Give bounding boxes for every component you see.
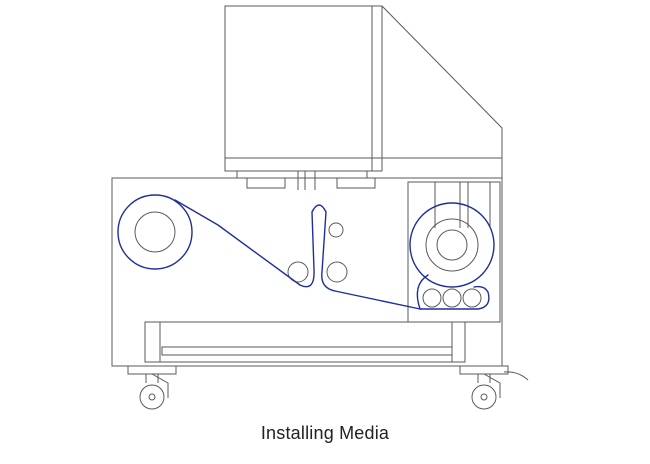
take-up-roll	[409, 202, 495, 288]
supply-roll	[117, 194, 193, 270]
slanted-side-panel	[381, 5, 503, 178]
media-path	[174, 199, 490, 310]
top-cabinet	[224, 5, 383, 172]
caster-wheel-left	[127, 365, 177, 410]
guide-rollers	[287, 222, 482, 308]
lower-frame	[144, 321, 466, 363]
main-body	[111, 177, 503, 367]
figure-caption: Installing Media	[260, 423, 390, 443]
print-head-bracket	[236, 170, 376, 190]
caster-wheel-right	[459, 365, 529, 410]
